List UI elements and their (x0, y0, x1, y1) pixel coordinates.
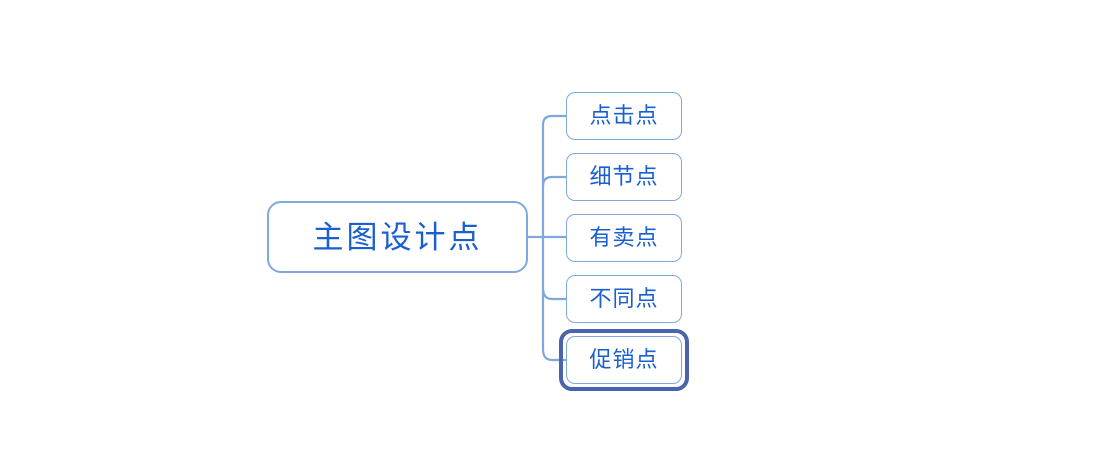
child-node-4[interactable]: 不同点 (566, 275, 682, 323)
child-node-3[interactable]: 有卖点 (566, 214, 682, 262)
child-node-1[interactable]: 点击点 (566, 92, 682, 140)
child-node-label: 细节点 (589, 164, 659, 189)
connector-branch-1 (541, 114, 566, 126)
child-node-2[interactable]: 细节点 (566, 153, 682, 201)
selection-ring (559, 329, 689, 391)
child-node-label: 点击点 (589, 103, 659, 128)
child-node-label: 不同点 (589, 286, 659, 311)
root-node[interactable]: 主图设计点 (267, 201, 528, 273)
root-node-label: 主图设计点 (312, 219, 483, 255)
connector-branch-4 (541, 287, 566, 301)
child-node-label: 有卖点 (589, 225, 659, 250)
connector-branch-2 (541, 175, 566, 187)
child-node-5-selected[interactable]: 促销点 (566, 336, 682, 384)
child-node-label: 促销点 (589, 347, 659, 372)
